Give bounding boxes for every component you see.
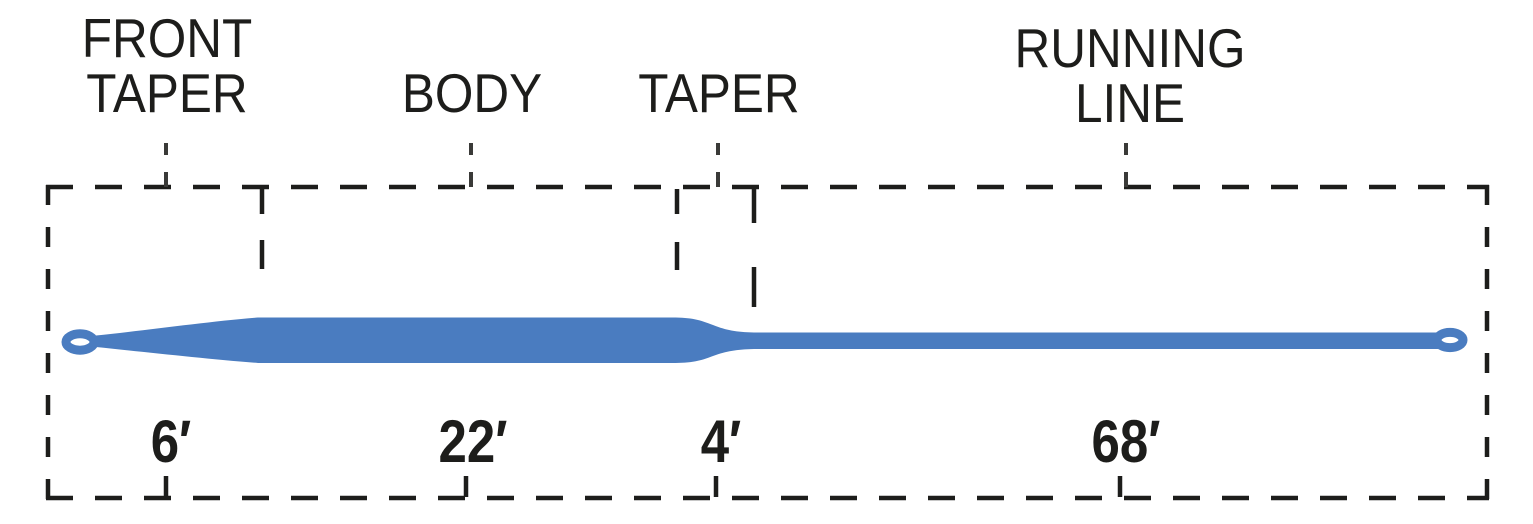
body-label-line1: BODY (401, 62, 543, 124)
taper-length: 4′ (700, 408, 742, 475)
running-line-label-line2: LINE (1074, 72, 1186, 134)
running-line-label: RUNNING LINE (977, 21, 1283, 131)
welded-loop-right-icon (1432, 327, 1468, 353)
front-taper-label: FRONT TAPER (14, 11, 320, 121)
running-line-length: 68′ (1091, 408, 1161, 475)
front-taper-label-line2: TAPER (86, 62, 248, 124)
running-line-label-line1: RUNNING (1014, 17, 1246, 79)
welded-loop-left-icon (61, 329, 99, 355)
dashed-boundary-box (45, 184, 1490, 501)
label-connector-ticks (164, 143, 1128, 187)
length-ticks (163, 476, 1123, 497)
body-label: BODY (319, 66, 625, 121)
front-taper-label-line1: FRONT (81, 7, 253, 69)
taper-label: TAPER (566, 66, 872, 121)
body-length: 22′ (438, 408, 508, 475)
fly-line-profile (96, 317, 1438, 363)
taper-label-line1: TAPER (638, 62, 800, 124)
section-boundary-lines (259, 187, 757, 307)
front-taper-length: 6′ (150, 408, 192, 475)
